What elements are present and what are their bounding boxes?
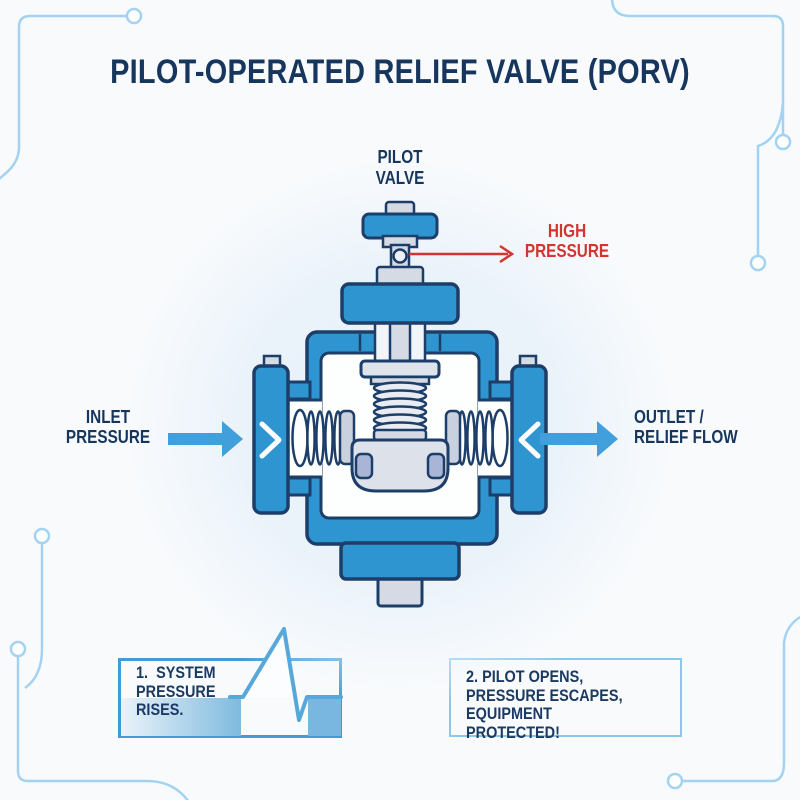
pilot-handle [361,212,439,240]
high-pressure-label: HIGH PRESSURE [524,221,610,262]
seat-right [426,452,446,480]
circuit-trace-top-left [0,7,143,180]
flange-connectors [284,380,516,497]
page-title: PILOT-OPERATED RELIEF VALVE (PORV) [110,53,690,91]
bonnet [340,282,460,325]
pilot-valve-label: PILOT VALVE [375,147,425,188]
outlet-bellows [444,408,509,468]
inlet-pressure-label: INLET PRESSURE [65,407,151,448]
inlet-bellows [291,408,356,468]
inlet-flange [252,354,290,515]
inlet-chevron-icon [259,421,282,459]
high-pressure-arrow-icon [409,244,515,264]
main-spring [372,381,428,435]
spring-retainer [359,359,441,379]
outlet-relief-label: OUTLET / RELIEF FLOW [634,407,738,448]
piston-disc [350,438,450,493]
main-valve-internals [350,320,450,493]
circuit-trace-bottom-left [9,527,189,800]
main-stem [388,320,412,365]
circuit-trace-bottom-right [666,615,800,790]
step-1-text: 1. SYSTEM PRESSURE RISES. [136,663,216,720]
valve-assembly [252,200,548,608]
pilot-valve [340,200,460,325]
outlet-arrow-icon [540,421,618,457]
seat-left [354,452,374,480]
pressure-spike-icon [121,627,343,736]
pilot-sense-port [392,248,408,264]
bottom-flange [339,541,461,581]
outlet-chevron-icon [518,421,541,459]
inlet-arrow-icon [168,421,243,457]
circuit-trace-top-right [610,0,792,272]
step-2-text: 2. PILOT OPENS, PRESSURE ESCAPES, EQUIPM… [466,667,623,743]
